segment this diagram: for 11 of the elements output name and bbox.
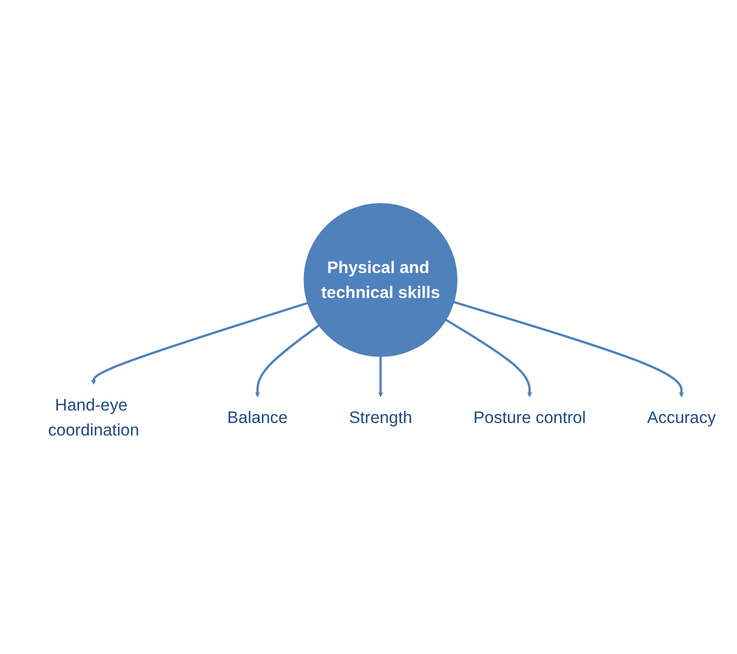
arrow [445,318,532,397]
arrow [91,302,308,384]
node-circle: Physical and technical skills [304,202,458,357]
arrow [454,300,684,397]
node-text: Strength [348,408,412,427]
arrow [255,324,320,397]
node-text: Accuracy [647,408,716,427]
node-text: Balance [227,408,288,427]
arrow [378,356,383,397]
node-text: Posture control [473,408,586,427]
node-text: Hand-eye coordination [48,396,140,440]
